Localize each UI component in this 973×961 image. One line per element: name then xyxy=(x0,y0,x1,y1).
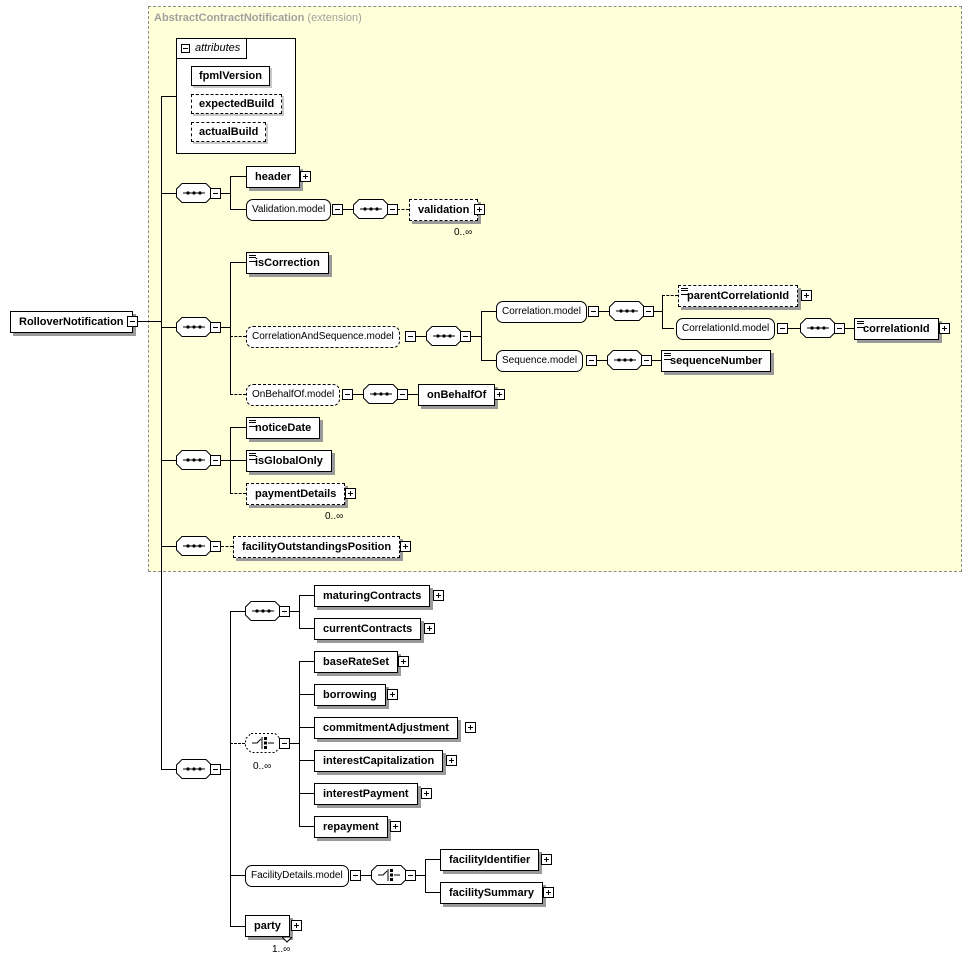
parentcorrelationid-expand-toggle[interactable] xyxy=(801,290,812,301)
party-expand-toggle[interactable] xyxy=(291,920,302,931)
sequence-5-toggle[interactable] xyxy=(210,764,221,775)
validation-cardinality: 0..∞ xyxy=(454,227,473,238)
sequence-4-toggle[interactable] xyxy=(210,541,221,552)
attribute-actualbuild[interactable]: actualBuild xyxy=(191,122,267,142)
choice-cardinality: 0..∞ xyxy=(253,761,272,772)
correlationid-model-toggle[interactable] xyxy=(777,323,788,334)
element-facilitysummary[interactable]: facilitySummary xyxy=(440,882,543,904)
choice-facility-toggle[interactable] xyxy=(405,870,416,881)
attributes-label: attributes xyxy=(195,42,241,54)
element-isglobalonly[interactable]: isGlobalOnly xyxy=(246,450,332,472)
repayment-expand-toggle[interactable] xyxy=(390,821,401,832)
attributes-header: attributes xyxy=(177,39,247,59)
commitmentadjustment-expand-toggle[interactable] xyxy=(465,722,476,733)
element-interestcapitalization[interactable]: interestCapitalization xyxy=(314,750,444,772)
sequence-correlation-toggle[interactable] xyxy=(643,306,654,317)
element-party[interactable]: party xyxy=(245,915,290,937)
extension-title: AbstractContractNotification (extension) xyxy=(154,12,362,24)
sequence-compositor-5[interactable] xyxy=(176,759,212,779)
party-cardinality: 1..∞ xyxy=(272,944,291,955)
attributes-collapse-toggle[interactable] xyxy=(181,44,190,53)
sequence-corr-seq-toggle[interactable] xyxy=(460,331,471,342)
sequence-compositor-contracts[interactable] xyxy=(245,601,281,621)
sequence-3-toggle[interactable] xyxy=(210,455,221,466)
facilityidentifier-expand-toggle[interactable] xyxy=(541,854,552,865)
interestcapitalization-expand-toggle[interactable] xyxy=(446,755,457,766)
choice-compositor-facility[interactable] xyxy=(371,865,407,885)
attribute-expectedbuild[interactable]: expectedBuild xyxy=(191,94,283,114)
element-paymentdetails[interactable]: paymentDetails xyxy=(246,483,346,505)
borrowing-expand-toggle[interactable] xyxy=(387,689,398,700)
element-commitmentadjustment[interactable]: commitmentAdjustment xyxy=(314,717,458,739)
group-onbehalfof-model[interactable]: OnBehalfOf.model xyxy=(246,384,341,406)
element-correlationid[interactable]: correlationId xyxy=(854,318,939,340)
currentcontracts-expand-toggle[interactable] xyxy=(424,623,435,634)
maturingcontracts-expand-toggle[interactable] xyxy=(433,590,444,601)
element-onbehalfof[interactable]: onBehalfOf xyxy=(418,384,496,406)
onbehalfof-expand-toggle[interactable] xyxy=(494,389,505,400)
element-facilityoutstandingsposition[interactable]: facilityOutstandingsPosition xyxy=(233,536,401,558)
sequence-2-toggle[interactable] xyxy=(210,322,221,333)
baserateset-expand-toggle[interactable] xyxy=(398,656,409,667)
group-correlation-and-sequence-model[interactable]: CorrelationAndSequence.model xyxy=(246,326,400,348)
sequence-sequence-toggle[interactable] xyxy=(641,355,652,366)
validation-model-toggle[interactable] xyxy=(332,204,343,215)
attribute-fpmlversion[interactable]: fpmlVersion xyxy=(191,66,270,86)
sequence-compositor-4[interactable] xyxy=(176,536,212,556)
party-repeat-marker xyxy=(282,937,292,943)
corr-seq-model-toggle[interactable] xyxy=(405,331,416,342)
sequence-compositor-validation[interactable] xyxy=(353,199,389,219)
element-iscorrection[interactable]: isCorrection xyxy=(246,252,329,274)
element-parentcorrelationid[interactable]: parentCorrelationId xyxy=(678,285,799,307)
choice-compositor-events[interactable] xyxy=(245,733,281,753)
element-sequencenumber[interactable]: sequenceNumber xyxy=(661,350,772,372)
root-element[interactable]: RolloverNotification xyxy=(10,311,133,333)
choice-events-toggle[interactable] xyxy=(279,738,290,749)
element-noticedate[interactable]: noticeDate xyxy=(246,417,321,439)
sequence-contracts-toggle[interactable] xyxy=(279,606,290,617)
group-correlation-model[interactable]: Correlation.model xyxy=(496,301,587,323)
sequence-compositor-2[interactable] xyxy=(176,317,212,337)
header-expand-toggle[interactable] xyxy=(300,171,311,182)
element-header[interactable]: header xyxy=(246,166,301,188)
facilitydetails-model-toggle[interactable] xyxy=(350,870,361,881)
sequence-model-toggle[interactable] xyxy=(586,355,597,366)
onbehalfof-model-toggle[interactable] xyxy=(342,389,353,400)
group-correlationid-model[interactable]: CorrelationId.model xyxy=(676,318,776,340)
interestpayment-expand-toggle[interactable] xyxy=(421,788,432,799)
element-baserateset[interactable]: baseRateSet xyxy=(314,651,399,673)
sequence-compositor-corr-seq[interactable] xyxy=(426,326,462,346)
element-facilityidentifier[interactable]: facilityIdentifier xyxy=(440,849,540,871)
correlationid-expand-toggle[interactable] xyxy=(939,323,950,334)
sequence-compositor-3[interactable] xyxy=(176,450,212,470)
sequence-onbehalfof-toggle[interactable] xyxy=(397,389,408,400)
sequence-compositor-onbehalfof[interactable] xyxy=(363,384,399,404)
facilityoutstandingsposition-expand-toggle[interactable] xyxy=(400,541,411,552)
validation-expand-toggle[interactable] xyxy=(474,204,485,215)
correlation-model-toggle[interactable] xyxy=(588,306,599,317)
sequence-compositor-correlation[interactable] xyxy=(609,301,645,321)
sequence-validation-toggle[interactable] xyxy=(387,204,398,215)
sequence-1-toggle[interactable] xyxy=(210,188,221,199)
sequence-compositor-1[interactable] xyxy=(176,183,212,203)
root-collapse-toggle[interactable] xyxy=(127,316,138,327)
root-label: RolloverNotification xyxy=(19,316,124,328)
paymentdetails-expand-toggle[interactable] xyxy=(345,488,356,499)
element-maturingcontracts[interactable]: maturingContracts xyxy=(314,585,431,607)
element-validation[interactable]: validation xyxy=(409,199,479,221)
group-validation-model[interactable]: Validation.model xyxy=(246,199,332,221)
paymentdetails-cardinality: 0..∞ xyxy=(325,511,344,522)
sequence-compositor-sequence[interactable] xyxy=(607,350,643,370)
element-repayment[interactable]: repayment xyxy=(314,816,388,838)
element-currentcontracts[interactable]: currentContracts xyxy=(314,618,422,640)
sequence-compositor-correlationid[interactable] xyxy=(800,318,836,338)
element-borrowing[interactable]: borrowing xyxy=(314,684,386,706)
group-sequence-model[interactable]: Sequence.model xyxy=(496,350,584,372)
facilitysummary-expand-toggle[interactable] xyxy=(543,887,554,898)
group-facilitydetails-model[interactable]: FacilityDetails.model xyxy=(245,865,349,887)
sequence-correlationid-toggle[interactable] xyxy=(834,323,845,334)
element-interestpayment[interactable]: interestPayment xyxy=(314,783,418,805)
